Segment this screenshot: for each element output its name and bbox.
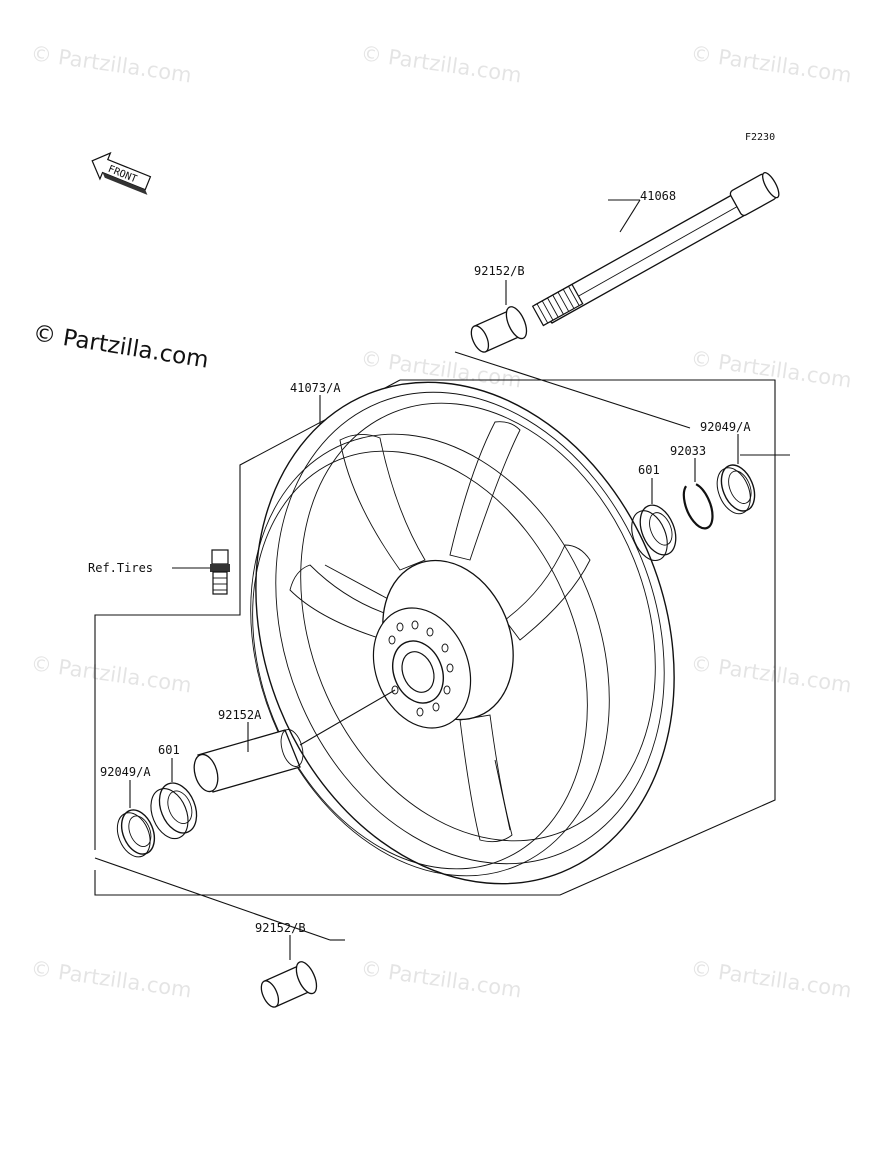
- label-axle: 41068: [640, 189, 676, 203]
- figure-code: F2230: [745, 132, 775, 143]
- seal-left-part: [116, 809, 156, 858]
- label-collar-top: 92152/B: [474, 264, 525, 278]
- circlip-part: [682, 483, 714, 530]
- label-spacer: 92152A: [218, 708, 262, 722]
- assembly-outline: [94, 351, 790, 941]
- bearing-left-part: [150, 782, 198, 840]
- seal-right-part: [716, 464, 756, 515]
- label-valve: Ref.Tires: [88, 561, 153, 575]
- label-bearing-right: 601: [638, 463, 660, 477]
- watermark: © Partzilla.com: [359, 956, 523, 1002]
- watermark: © Partzilla.com: [359, 41, 523, 87]
- watermark: © Partzilla.com: [689, 41, 853, 87]
- valve-stem-part: [210, 549, 230, 595]
- collar-top-part: [470, 306, 528, 353]
- bearing-right-part: [631, 504, 677, 561]
- watermark: © Partzilla.com: [689, 651, 853, 697]
- collar-bottom-part: [260, 961, 318, 1008]
- watermark: © Partzilla.com: [29, 651, 193, 697]
- front-arrow-icon: FRONT: [91, 151, 152, 195]
- label-seal-left: 92049/A: [100, 765, 151, 779]
- brand-logo-text: © Partzilla.com: [31, 320, 210, 373]
- label-bearing-left: 601: [158, 743, 180, 757]
- axle-part: [531, 172, 780, 327]
- label-seal-right: 92049/A: [700, 420, 751, 434]
- watermark: © Partzilla.com: [689, 346, 853, 392]
- label-circlip: 92033: [670, 444, 706, 458]
- wheel-part: [250, 381, 675, 885]
- watermark: © Partzilla.com: [29, 956, 193, 1002]
- spacer-part: [193, 689, 396, 793]
- label-collar-bottom: 92152/B: [255, 921, 306, 935]
- watermark: © Partzilla.com: [689, 956, 853, 1002]
- watermark: © Partzilla.com: [29, 41, 193, 87]
- hub-bolt-holes: [388, 620, 454, 717]
- label-wheel: 41073/A: [290, 381, 341, 395]
